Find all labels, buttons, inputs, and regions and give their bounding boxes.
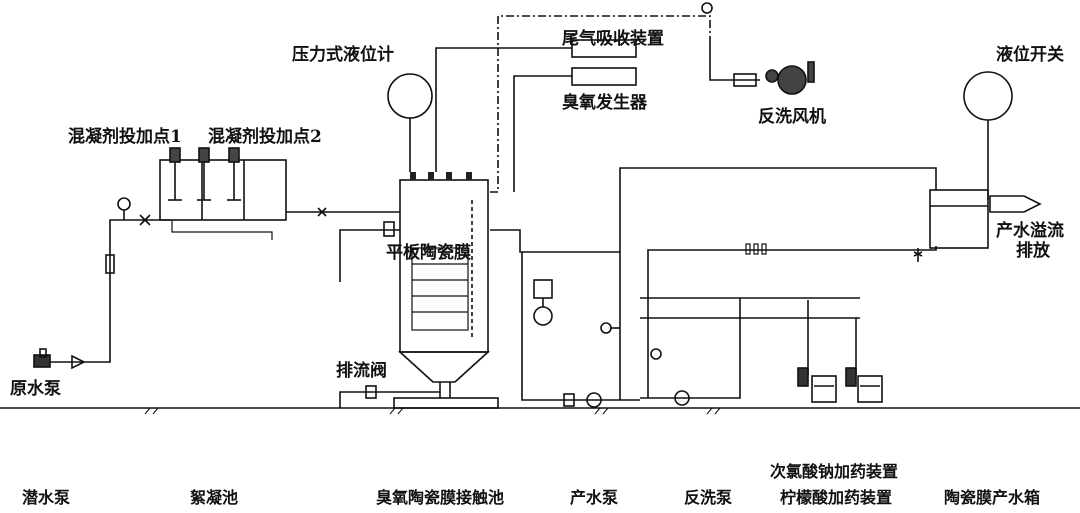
label-raw-water-pump: 原水泵: [10, 379, 61, 399]
backwash-line: [647, 246, 937, 398]
ceramic-product-tank: [929, 189, 989, 249]
overflow-line: [339, 229, 400, 282]
inlet-valve: [139, 214, 151, 226]
label-tail-gas-absorber: 尾气吸收装置: [562, 29, 664, 49]
label-pressure-level-gauge: 压力式液位计: [292, 45, 394, 65]
mixers: [169, 147, 240, 163]
instrument-box: [533, 279, 553, 299]
bottom-naclo-dosing: 次氯酸钠加药装置: [770, 462, 899, 481]
blower-gauge: [701, 2, 713, 14]
pipe-fittings: [745, 243, 767, 255]
drain-valve-body: [365, 385, 377, 399]
pressure-level-gauge: [387, 73, 433, 119]
raw-water-line: [50, 219, 170, 363]
bottom-flocculation-tank: 絮凝池: [190, 488, 239, 507]
drain-line: [339, 391, 440, 408]
bottom-ceramic-product-tank: 陶瓷膜产水箱: [944, 488, 1041, 507]
label-backwash-blower: 反洗风机: [758, 107, 826, 127]
label-flat-ceramic-membrane: 平板陶瓷膜: [386, 243, 471, 263]
bottom-product-pump: 产水泵: [570, 488, 619, 507]
label-coag-point-2: 混凝剂投加点2: [208, 127, 322, 147]
overflow-outlet: [989, 195, 1042, 213]
bottom-citric-dosing: 柠檬酸加药装置: [780, 488, 893, 507]
backwash-blower: [765, 61, 815, 95]
label-product-overflow-2: 排放: [1016, 241, 1050, 261]
flow-indicator: [117, 197, 131, 211]
tank-top-nozzles: [410, 172, 472, 180]
tank-cone: [397, 351, 491, 383]
raw-water-pump: [33, 348, 51, 368]
bottom-backwash-pump: 反洗泵: [684, 488, 733, 507]
label-product-overflow-1: 产水溢流: [996, 221, 1064, 241]
naclo-dosing-unit: [797, 367, 837, 403]
product-line: [490, 229, 620, 253]
air-line: [490, 15, 711, 193]
blower-silencer: [733, 73, 757, 87]
product-water-main: [619, 167, 937, 400]
label-ozone-generator: 臭氧发生器: [562, 93, 647, 113]
level-switch: [963, 71, 1013, 121]
label-drain-valve: 排流阀: [336, 361, 387, 381]
ozone-ceramic-contact-tank: [399, 179, 489, 353]
citric-dosing-unit: [845, 367, 883, 403]
ozone-generator: [571, 67, 637, 86]
flocculation-tank: [159, 159, 287, 221]
ozone-line: [513, 75, 572, 192]
product-pump: [586, 392, 602, 408]
ceramic-membrane-module: [411, 247, 469, 331]
tail-gas-line: [435, 47, 572, 172]
bottom-submersible-pump: 潜水泵: [22, 488, 71, 507]
label-level-switch: 液位开关: [996, 45, 1064, 65]
flowmeter: [105, 254, 115, 274]
label-coag-point-1: 混凝剂投加点1: [68, 127, 182, 147]
ground-hatches: [144, 407, 721, 415]
bottom-ozone-contact-tank: 臭氧陶瓷膜接触池: [376, 488, 505, 507]
check-valve: [71, 354, 86, 370]
instrument-gauge: [533, 306, 553, 326]
tank-base: [393, 397, 499, 409]
